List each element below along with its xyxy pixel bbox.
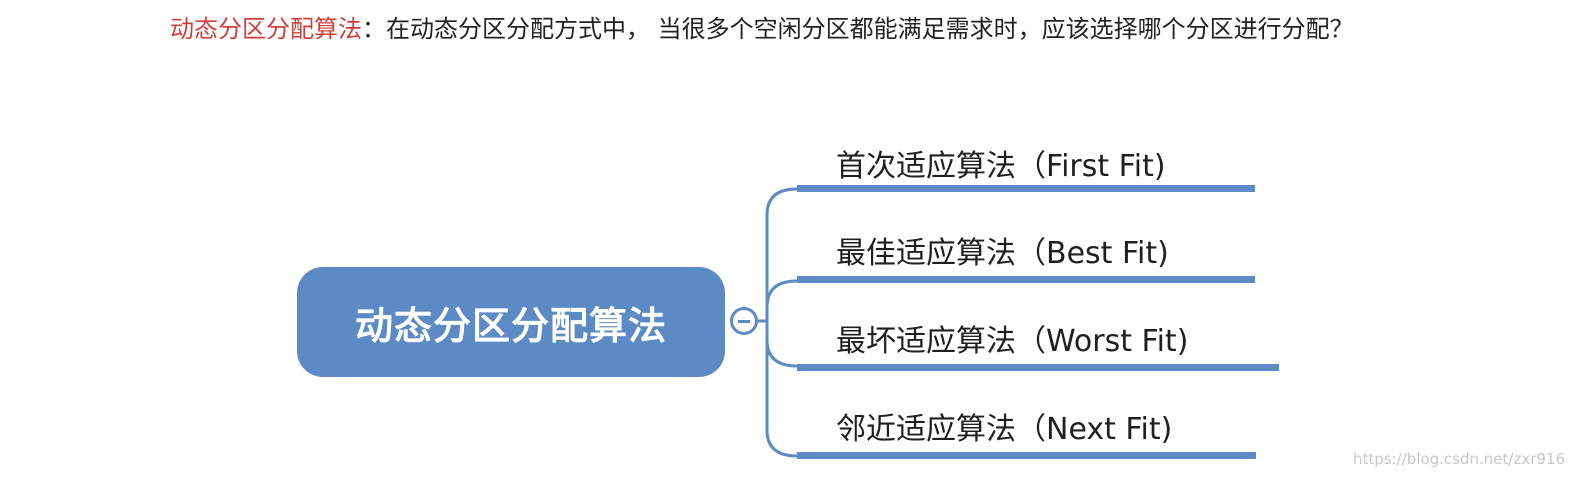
intro-paragraph: 动态分区分配算法：在动态分区分配方式中， 当很多个空闲分区都能满足需求时，应该选… — [170, 12, 1410, 46]
intro-term: 动态分区分配算法 — [170, 15, 362, 43]
root-node[interactable]: 动态分区分配算法 — [297, 267, 725, 377]
branch-next-fit[interactable]: 邻近适应算法（Next Fit) — [836, 412, 1173, 447]
branch-underline-4 — [797, 452, 1256, 459]
collapse-button[interactable] — [730, 307, 758, 335]
branch-underline-3 — [797, 364, 1279, 371]
branch-underline-2 — [797, 276, 1255, 283]
watermark-text: https://blog.csdn.net/zxr916 — [1353, 450, 1565, 468]
branch-connector-mid — [765, 279, 798, 368]
branch-first-fit[interactable]: 首次适应算法（First Fit) — [836, 149, 1166, 184]
branch-connector-trunk — [765, 187, 798, 458]
branch-best-fit[interactable]: 最佳适应算法（Best Fit) — [836, 236, 1169, 271]
intro-text: ：在动态分区分配方式中， 当很多个空闲分区都能满足需求时，应该选择哪个分区进行分… — [362, 15, 1354, 43]
branch-worst-fit[interactable]: 最坏适应算法（Worst Fit) — [836, 324, 1189, 359]
branch-underline-1 — [797, 185, 1255, 192]
